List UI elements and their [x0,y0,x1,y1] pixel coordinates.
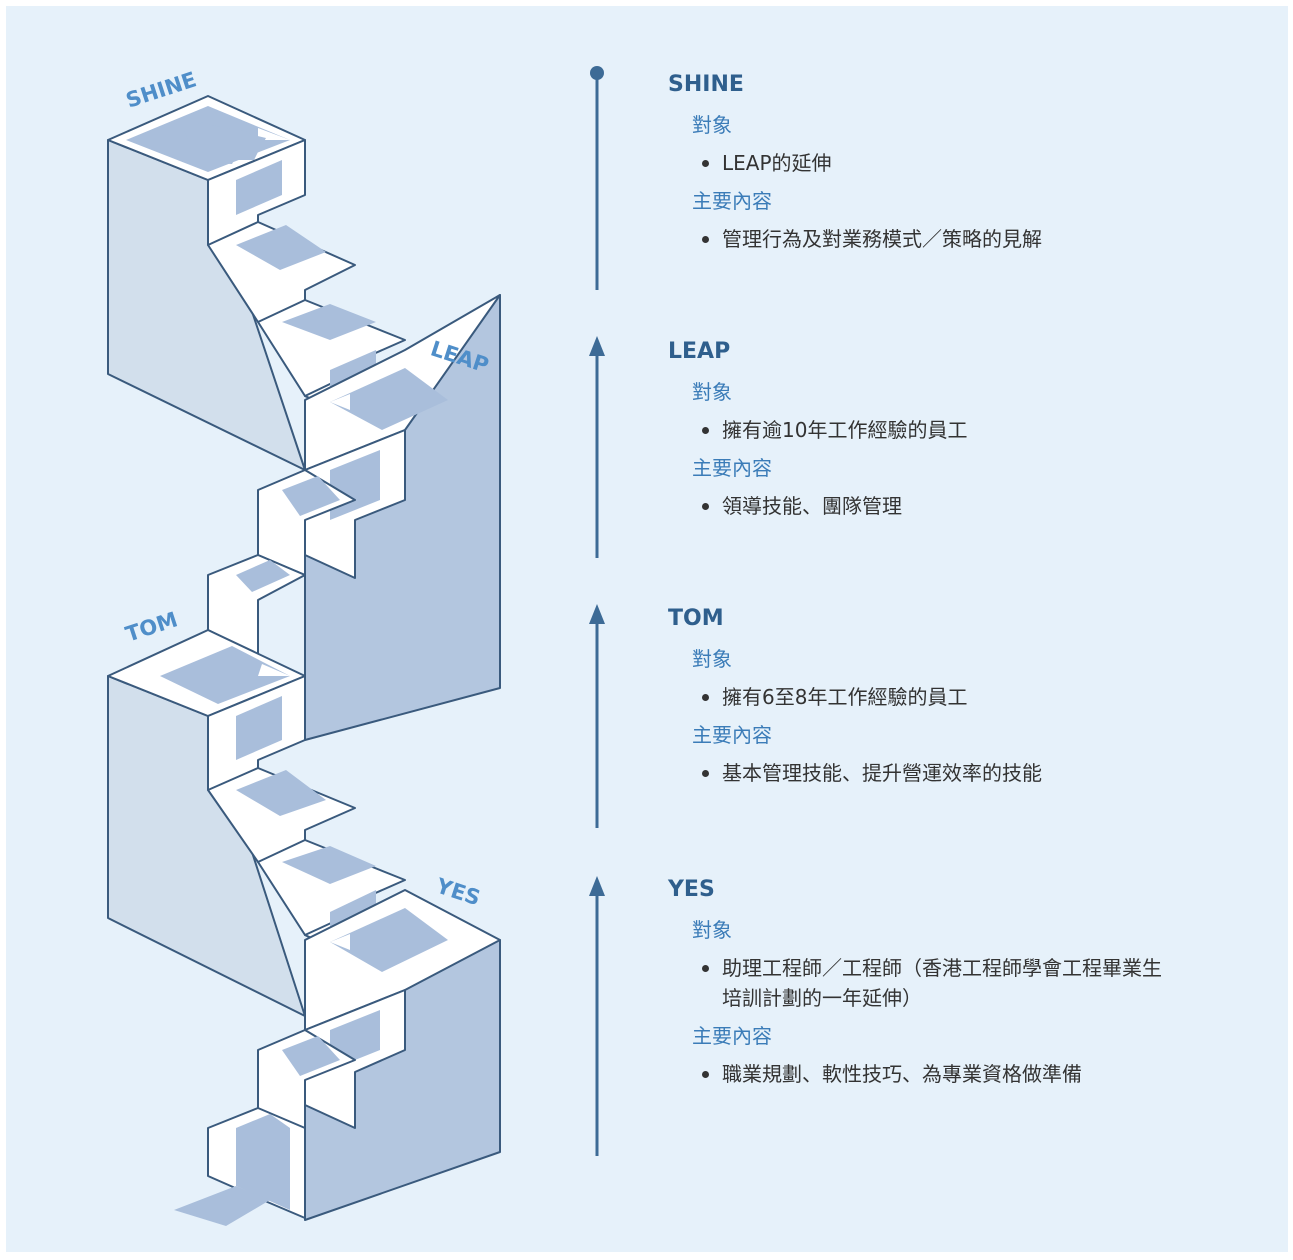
timeline-start-dot [590,66,604,290]
stage-title: YES [668,877,715,902]
content-item: 職業規劃、軟性技巧、為專業資格做準備 [702,1059,1162,1089]
content-item: 基本管理技能、提升營運效率的技能 [702,758,1162,788]
bottom-flight [207,989,406,1219]
yes-landing [304,889,501,1031]
target-label: 對象 [692,918,732,942]
bullet-dot [702,160,709,167]
bullet-dot [702,965,709,972]
stage-leap: LEAP 對象 擁有逾10年工作經驗的員工 主要內容 領導技能、團隊管理 [668,337,1268,529]
content-label: 主要內容 [692,723,772,747]
target-label: 對象 [692,380,732,404]
staircase-illustration: .ol { stroke: #3a5a7d; stroke-width: 2; … [107,95,501,1226]
target-item: 擁有6至8年工作經驗的員工 [702,682,1162,712]
shine-arrow [182,122,266,164]
bullet-dot [702,694,709,701]
bullet-dot [702,770,709,777]
target-item: 擁有逾10年工作經驗的員工 [702,415,1162,445]
stage-tom: TOM 對象 擁有6至8年工作經驗的員工 主要內容 基本管理技能、提升營運效率的… [668,604,1268,796]
bullet-dot [702,427,709,434]
content-label: 主要內容 [692,456,772,480]
stage-shine: SHINE 對象 LEAP的延伸 主要內容 管理行為及對業務模式／策略的見解 [668,70,1268,262]
content-label: 主要內容 [692,189,772,213]
target-item: 助理工程師／工程師（香港工程師學會工程畢業生培訓計劃的一年延伸） [702,953,1162,1013]
timeline-arrow-leap [589,336,605,558]
bullet-dot [702,503,709,510]
content-item: 領導技能、團隊管理 [702,491,1162,521]
leap-landing [304,294,501,471]
stage-title: LEAP [668,339,731,364]
middle-flight [207,429,406,656]
timeline-arrow-yes [589,876,605,1156]
stage-title: SHINE [668,72,744,97]
ground-shadow [174,1186,270,1226]
target-label: 對象 [692,113,732,137]
content-label: 主要內容 [692,1024,772,1048]
stage-title: TOM [668,606,724,631]
target-item: LEAP的延伸 [702,148,1162,178]
timeline [589,66,605,1156]
bullet-dot [702,236,709,243]
bullet-dot [702,1071,709,1078]
content-item: 管理行為及對業務模式／策略的見解 [702,224,1162,254]
lower-flight [207,675,406,959]
stage-yes: YES 對象 助理工程師／工程師（香港工程師學會工程畢業生培訓計劃的一年延伸） … [668,875,1268,1097]
target-label: 對象 [692,647,732,671]
timeline-arrow-tom [589,604,605,828]
